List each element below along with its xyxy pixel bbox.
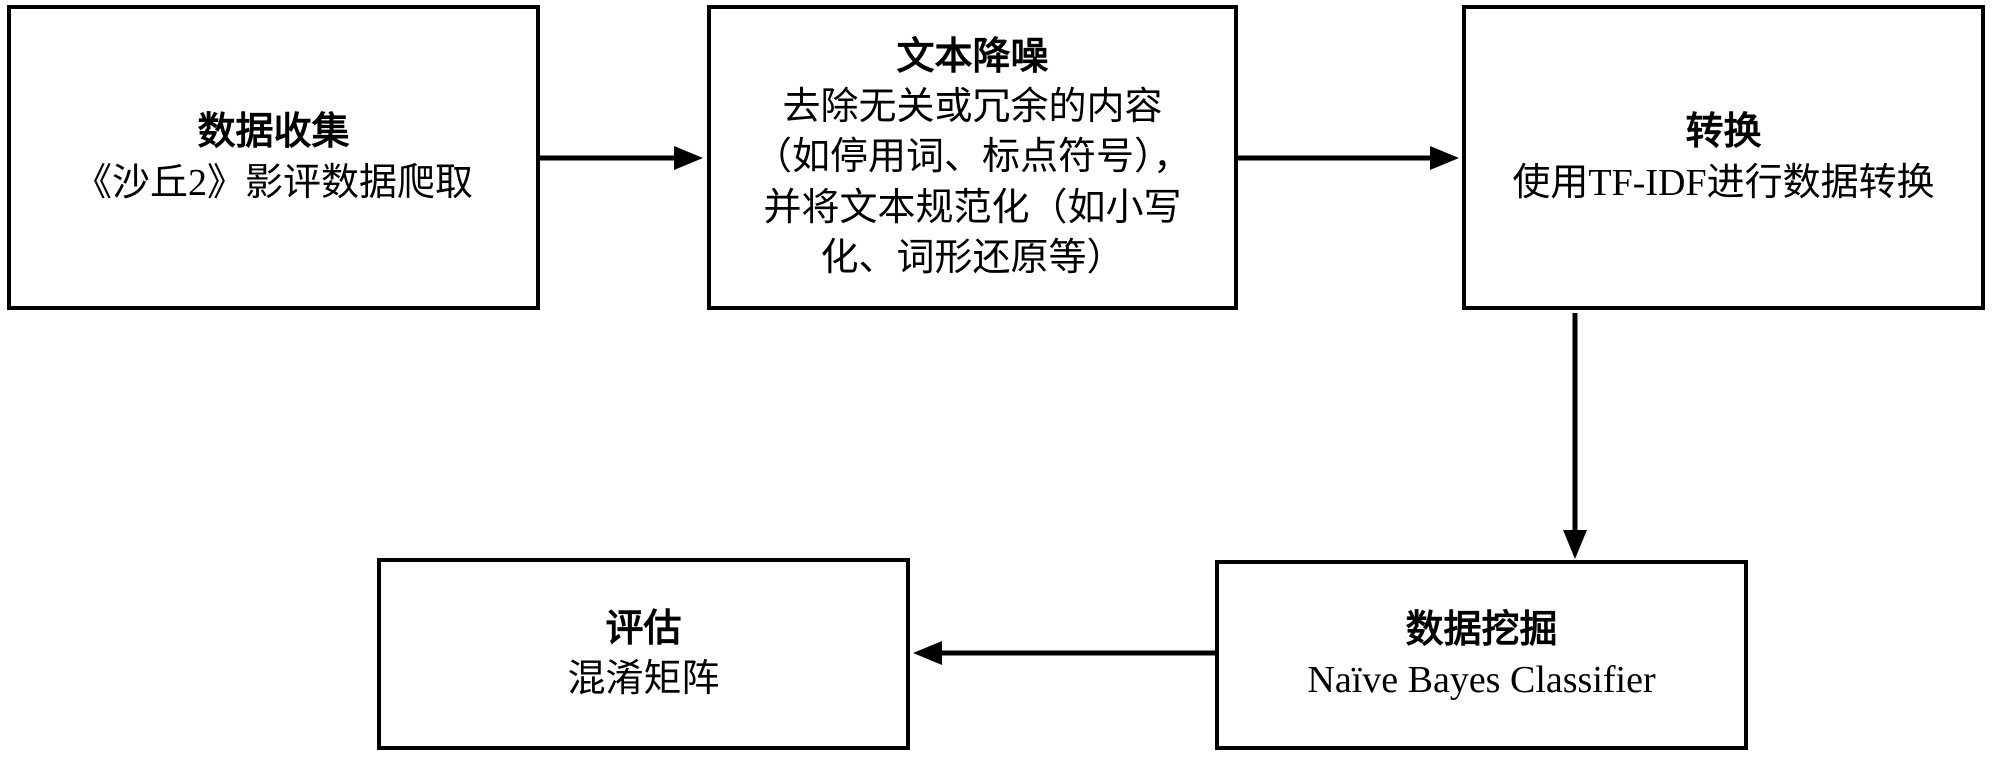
node-data-collection-body: 《沙丘2》影评数据爬取: [73, 161, 473, 204]
node-data-collection: 数据收集 《沙丘2》影评数据爬取: [7, 5, 540, 310]
node-evaluation-title: 评估: [605, 607, 682, 650]
edge-mining-to-evaluation: [913, 641, 1215, 665]
edge-transformation-to-mining: [1563, 313, 1587, 559]
edge-collection-to-denoising: [540, 146, 703, 170]
node-transformation-title: 转换: [1685, 111, 1762, 154]
node-evaluation: 评估 混淆矩阵: [377, 558, 910, 750]
node-data-collection-title: 数据收集: [197, 111, 350, 154]
node-text-denoising: 文本降噪 去除无关或冗余的内容 （如停用词、标点符号）， 并将文本规范化（如小写…: [707, 5, 1238, 310]
node-text-denoising-title: 文本降噪: [896, 36, 1049, 79]
node-data-mining: 数据挖掘 Naïve Bayes Classifier: [1215, 560, 1748, 750]
edge-denoising-to-transformation: [1238, 146, 1459, 170]
node-data-mining-title: 数据挖掘: [1405, 608, 1558, 651]
node-transformation: 转换 使用TF-IDF进行数据转换: [1462, 5, 1985, 310]
node-text-denoising-body: 去除无关或冗余的内容 （如停用词、标点符号）， 并将文本规范化（如小写 化、词形…: [753, 86, 1191, 279]
node-evaluation-body: 混淆矩阵: [567, 658, 720, 700]
node-data-mining-body: Naïve Bayes Classifier: [1307, 659, 1656, 701]
node-transformation-body: 使用TF-IDF进行数据转换: [1512, 161, 1935, 204]
